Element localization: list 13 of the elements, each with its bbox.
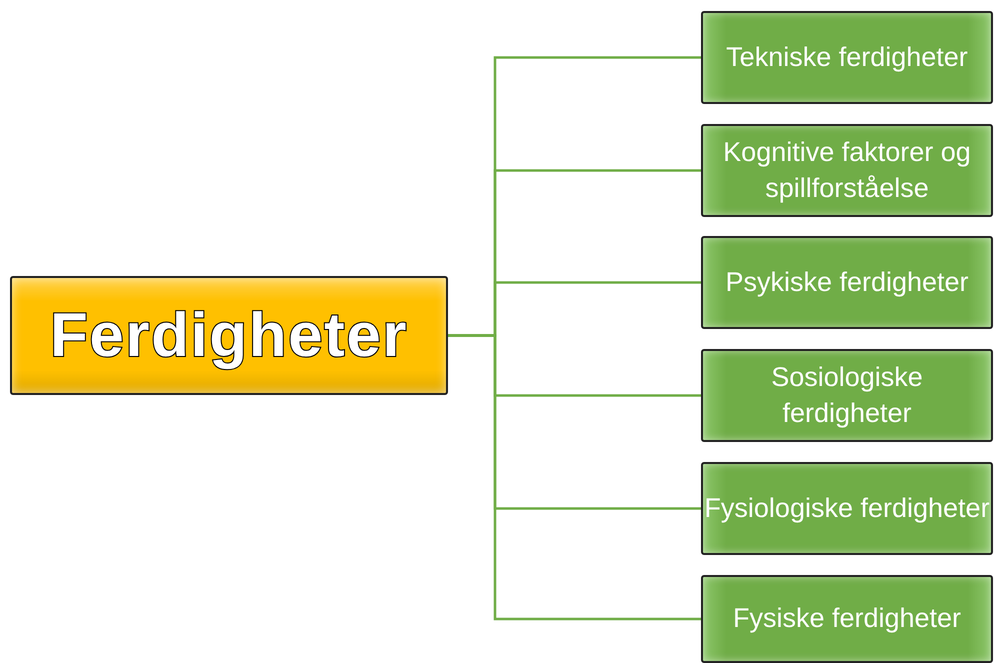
branch-label: Sosiologiske ferdigheter [770,361,924,430]
branch-label: Fysiske ferdigheter [732,602,962,636]
branch-box [701,11,993,104]
branch-box [701,349,993,442]
branch-box [701,462,993,555]
branch-label: Tekniske ferdigheter [726,40,968,74]
root-box [10,276,448,395]
branch-label: Psykiske ferdigheter [725,266,969,299]
branch-label: Kognitive faktorer og spillforståelse [722,136,972,205]
branch-box [701,124,993,217]
branch-box [701,236,993,329]
branch-label: Fysiologiske ferdigheter [704,492,990,525]
branch-box [701,575,993,663]
